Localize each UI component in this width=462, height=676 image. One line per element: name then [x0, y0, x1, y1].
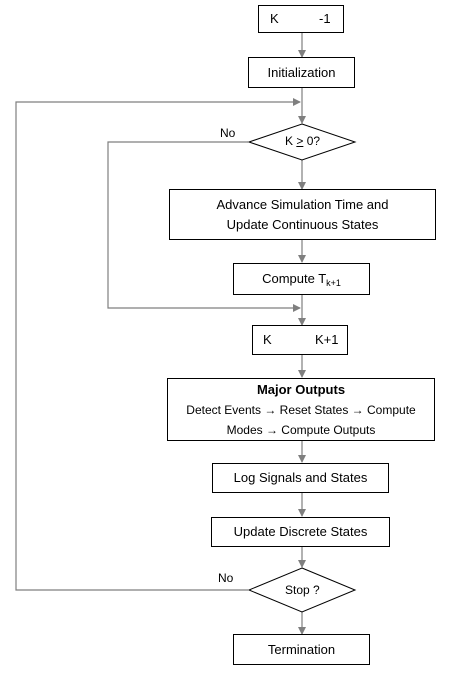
advance-box: Advance Simulation Time and Update Conti…: [169, 189, 436, 240]
increment-box: K K+1: [252, 325, 348, 355]
initialization-box: Initialization: [248, 57, 355, 88]
decision-k-label: K > 0?: [285, 134, 321, 148]
major-outputs-line2: Modes → Compute Outputs: [226, 422, 376, 437]
init-k-label: K: [270, 11, 279, 27]
init-k-box: K -1: [258, 5, 344, 33]
connector-no-stop-loop: [15, 98, 301, 591]
advance-line2: Update Continuous States: [226, 216, 379, 232]
update-discrete-box: Update Discrete States: [211, 517, 390, 547]
no-label-stop: No: [218, 571, 234, 585]
increment-k-label: K: [263, 332, 272, 348]
initialization-label: Initialization: [267, 64, 336, 80]
advance-line1: Advance Simulation Time and: [216, 196, 389, 212]
major-outputs-line1: Detect Events → Reset States → Compute: [186, 402, 416, 417]
decision-stop-diamond: [247, 567, 357, 613]
compute-box: Compute Tk+1: [233, 263, 370, 295]
compute-label: Compute Tk+1: [262, 271, 341, 289]
termination-box: Termination: [233, 634, 370, 665]
major-outputs-title: Major Outputs: [256, 381, 346, 397]
no-label-k: No: [220, 126, 236, 140]
log-label: Log Signals and States: [233, 470, 368, 486]
decision-stop-label: Stop ?: [285, 583, 320, 597]
major-outputs-box: Major Outputs Detect Events → Reset Stat…: [167, 378, 435, 441]
log-box: Log Signals and States: [212, 463, 389, 493]
update-discrete-label: Update Discrete States: [233, 524, 368, 540]
connector-no-k-bypass: [107, 141, 301, 312]
init-k-value: -1: [319, 11, 331, 27]
increment-value: K+1: [315, 332, 339, 348]
decision-k-diamond: [247, 123, 357, 161]
termination-label: Termination: [267, 641, 336, 657]
